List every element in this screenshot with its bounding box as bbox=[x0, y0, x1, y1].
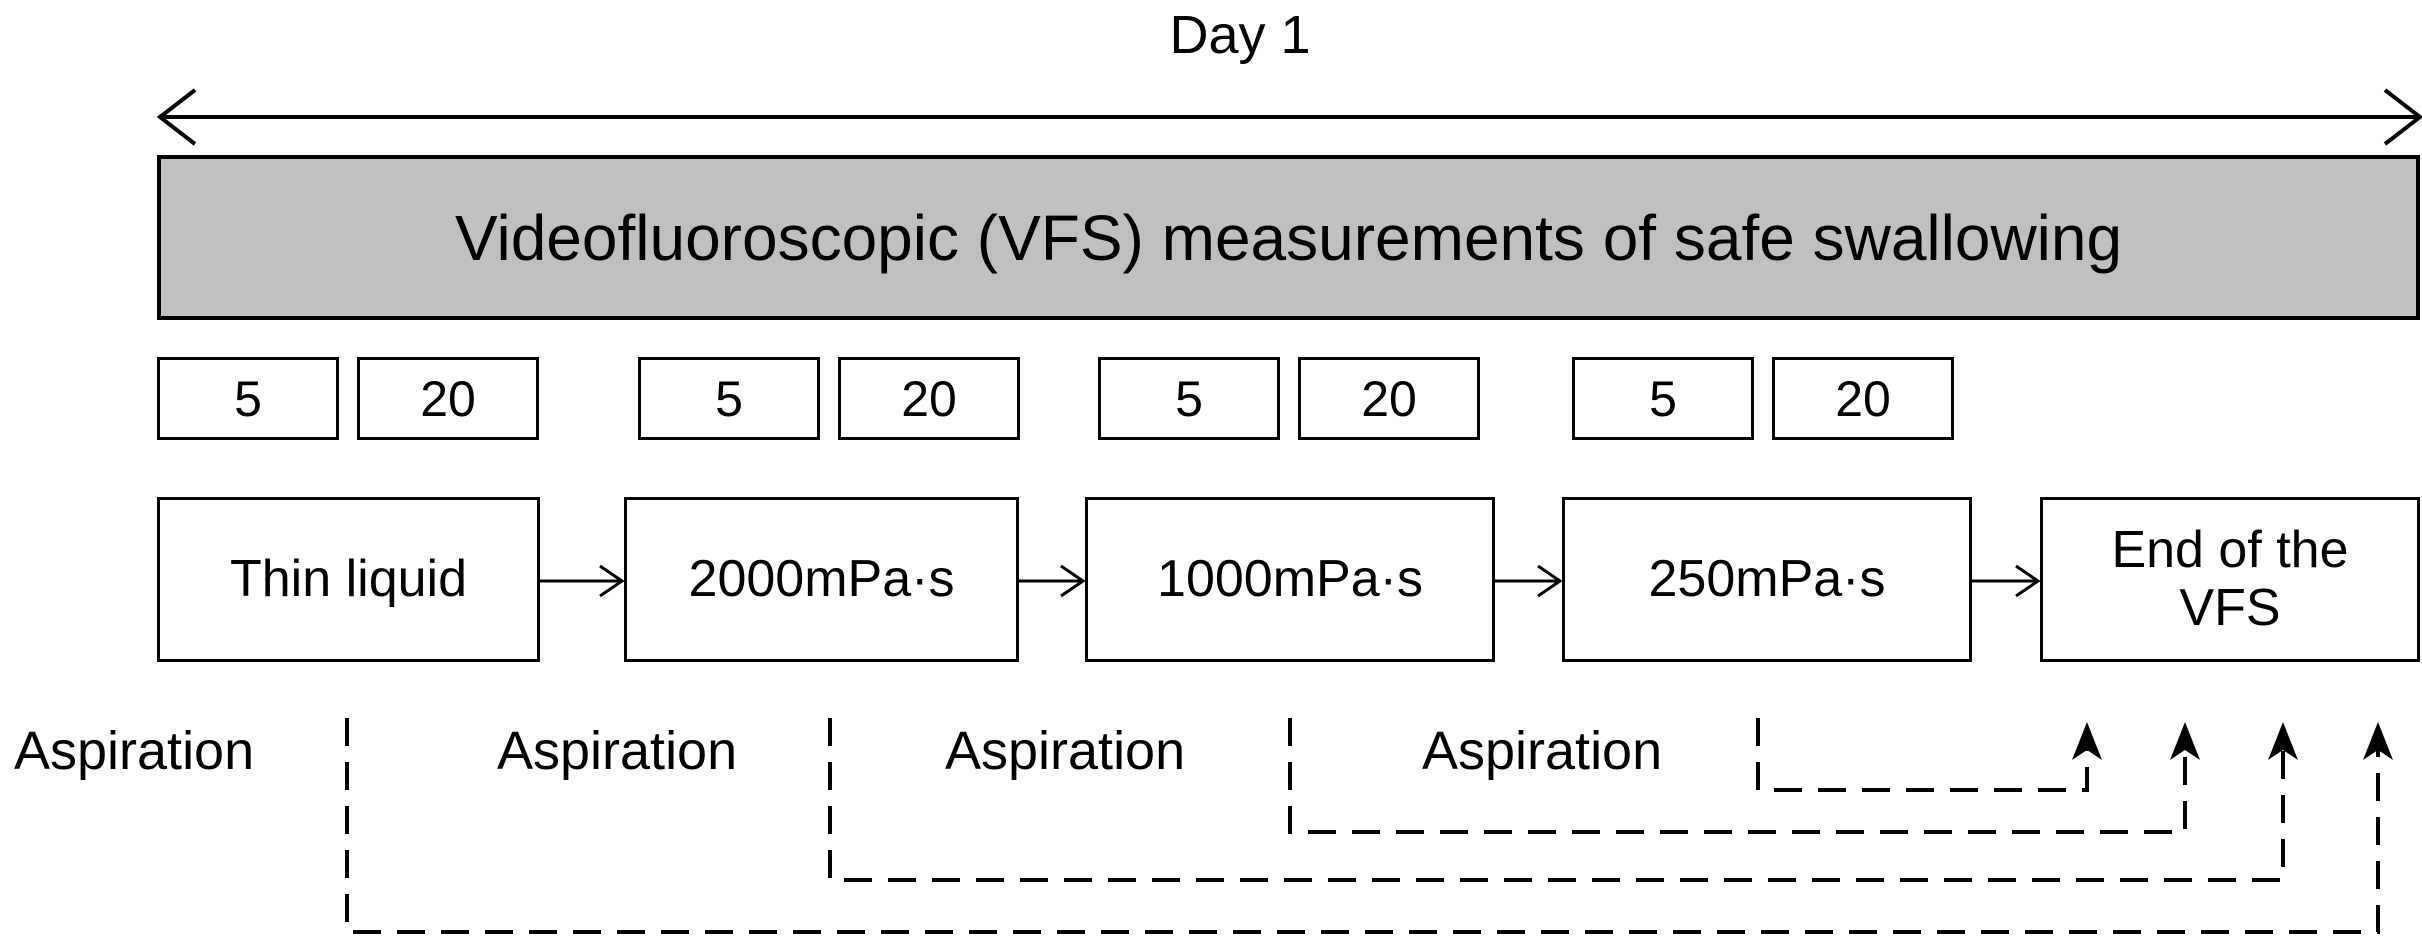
aspiration-path-2 bbox=[828, 718, 2285, 882]
banner-title: Videofluoroscopic (VFS) measurements of … bbox=[454, 201, 2123, 274]
arrowhead-2 bbox=[2170, 722, 2200, 760]
volume-box-20: 20 bbox=[1772, 357, 1954, 440]
flow-arrow-4 bbox=[1972, 564, 2041, 598]
volume-box-20: 20 bbox=[838, 357, 1020, 440]
end-arrowheads bbox=[2072, 722, 2393, 760]
aspiration-path-4 bbox=[1756, 718, 2089, 792]
arrowhead-3 bbox=[2268, 722, 2298, 760]
flow-arrow-3 bbox=[1495, 564, 1563, 598]
aspiration-path-1 bbox=[345, 718, 2380, 934]
aspiration-label: Aspiration bbox=[14, 721, 255, 781]
flow-arrows bbox=[540, 564, 2041, 598]
step-thin-liquid: Thin liquid bbox=[157, 497, 540, 662]
step-2000mpas: 2000mPa·s bbox=[624, 497, 1019, 662]
aspiration-label: Aspiration bbox=[945, 721, 1186, 781]
step-250mpas: 250mPa·s bbox=[1562, 497, 1972, 662]
volume-box-5: 5 bbox=[1572, 357, 1754, 440]
flow-arrow-2 bbox=[1019, 564, 1086, 598]
aspiration-path-3 bbox=[1288, 718, 2187, 834]
volume-box-5: 5 bbox=[1098, 357, 1280, 440]
volume-box-5: 5 bbox=[638, 357, 820, 440]
day-timeline-arrow bbox=[156, 88, 2422, 146]
arrowhead-4 bbox=[2363, 722, 2393, 760]
volume-box-20: 20 bbox=[357, 357, 539, 440]
day-label: Day 1 bbox=[1169, 5, 1311, 65]
volume-box-5: 5 bbox=[157, 357, 339, 440]
aspiration-label: Aspiration bbox=[1422, 721, 1663, 781]
aspiration-label: Aspiration bbox=[497, 721, 738, 781]
arrowhead-1 bbox=[2072, 722, 2102, 760]
step-end-of-vfs: End of the VFS bbox=[2040, 497, 2420, 662]
aspiration-paths bbox=[345, 718, 2380, 934]
step-1000mpas: 1000mPa·s bbox=[1085, 497, 1495, 662]
flow-arrow-1 bbox=[540, 564, 625, 598]
volume-box-20: 20 bbox=[1298, 357, 1480, 440]
vfs-banner: Videofluoroscopic (VFS) measurements of … bbox=[157, 155, 2420, 320]
